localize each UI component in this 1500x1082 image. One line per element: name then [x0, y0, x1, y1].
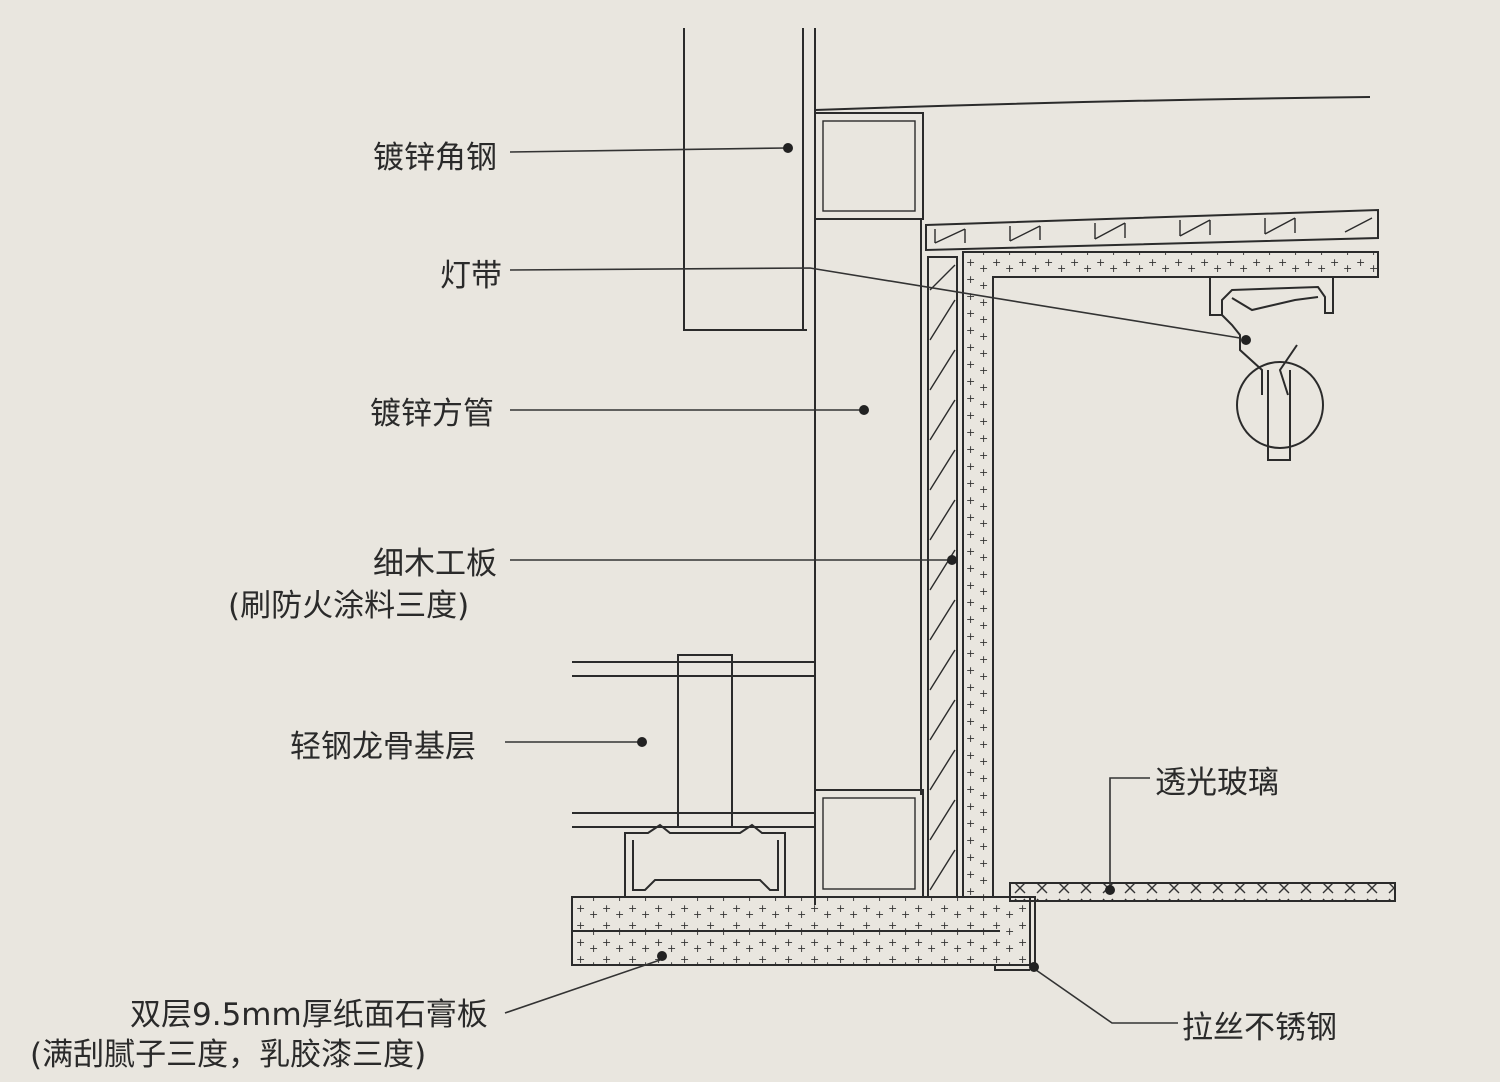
leader-angle-steel	[509, 143, 793, 153]
label-gypsum-board-note: (满刮腻子三度，乳胶漆三度)	[30, 1037, 426, 1073]
leader-glass	[1105, 777, 1150, 895]
label-square-tube: 镀锌方管	[370, 396, 494, 432]
leader-gypsum	[504, 951, 667, 1014]
galvanized-steel-top	[814, 112, 924, 220]
gypsum-board-lower	[571, 896, 1031, 966]
leader-blockboard	[510, 555, 957, 565]
label-light-strip: 灯带	[440, 258, 502, 294]
leader-light-strip	[509, 267, 1251, 345]
ceiling-line	[814, 96, 1371, 111]
label-blockboard: 细木工板	[373, 546, 497, 582]
light-strip-fixture	[1209, 277, 1334, 461]
upper-wall-box	[683, 28, 816, 905]
label-angle-steel: 镀锌角钢	[373, 140, 497, 176]
leader-keel	[505, 737, 647, 747]
ceiling-joist	[925, 208, 1379, 252]
label-light-steel-keel: 轻钢龙骨基层	[290, 729, 476, 765]
galvanized-steel-bottom	[814, 789, 924, 898]
leader-stainless	[1029, 962, 1178, 1024]
translucent-glass	[1009, 882, 1396, 902]
label-brushed-stainless: 拉丝不锈钢	[1182, 1010, 1337, 1046]
blockboard-panel	[927, 256, 958, 898]
label-blockboard-note: (刷防火涂料三度)	[228, 588, 469, 624]
light-steel-keel	[572, 654, 815, 898]
label-translucent-glass: 透光玻璃	[1155, 765, 1279, 801]
leader-square-tube	[510, 405, 869, 415]
label-gypsum-board: 双层9.5mm厚纸面石膏板	[130, 997, 488, 1033]
